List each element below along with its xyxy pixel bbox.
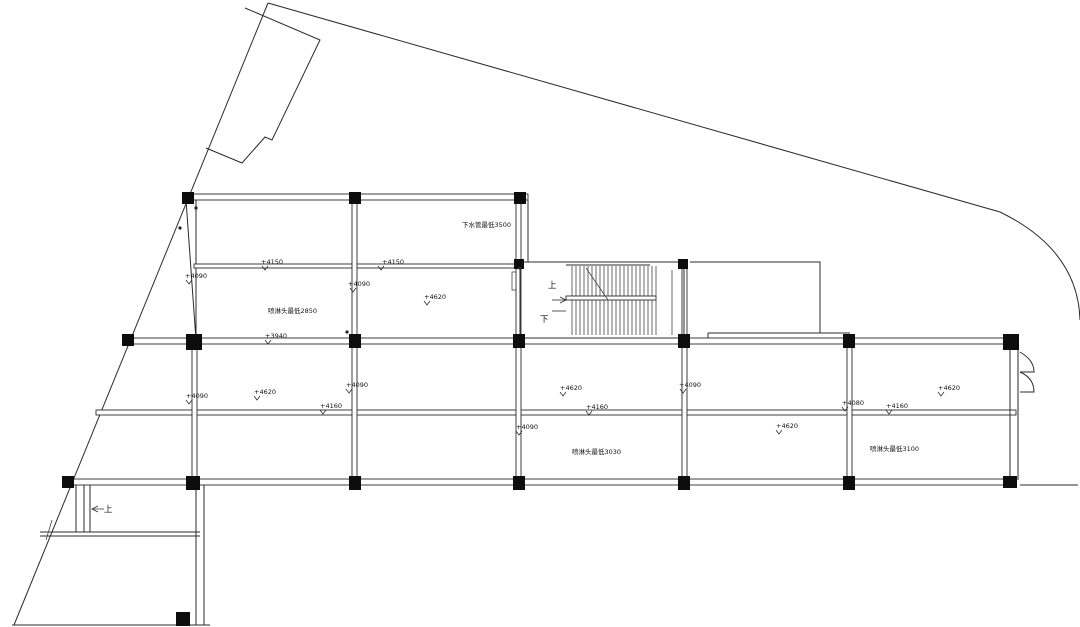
elevation-label: +4150 (261, 258, 283, 266)
elevation-label: +4620 (254, 388, 276, 396)
elevation-labels: +4150 +4150 +4090 +4090 +4620 +3940 +409… (185, 258, 960, 431)
column (1003, 334, 1019, 350)
annex-outline (205, 7, 321, 164)
sprinkler-note: 喷淋头最低3030 (572, 447, 621, 456)
stair-treads (565, 266, 673, 335)
elevation-label: +4090 (679, 381, 701, 389)
column (349, 192, 361, 204)
column (678, 334, 690, 348)
elevation-label: +4620 (424, 293, 446, 301)
door-swing (1019, 351, 1035, 393)
columns (62, 192, 1019, 626)
stair-core (511, 261, 821, 339)
column (678, 259, 688, 269)
elevation-label: +4620 (776, 422, 798, 430)
column (843, 334, 855, 348)
column (122, 334, 134, 346)
stair-labels: 上 下 上 (104, 281, 557, 515)
sprinkler-note: 喷淋头最低2850 (268, 306, 317, 315)
elevation-label: +4620 (560, 384, 582, 392)
elevation-label: +4160 (320, 402, 342, 410)
column (176, 612, 190, 626)
markers (178, 206, 522, 334)
elevation-label: +4620 (938, 384, 960, 392)
elevation-label: +4080 (842, 399, 864, 407)
column (349, 476, 361, 490)
elevation-label: +4090 (348, 280, 370, 288)
stair-up-label: 上 (104, 505, 113, 515)
elevation-label: +4090 (516, 423, 538, 431)
elevation-triangles (185, 265, 945, 436)
stair-up-label: 上 (548, 281, 557, 291)
column (678, 476, 690, 490)
sprinkler-note: 喷淋头最低3100 (870, 444, 919, 453)
main-beams (65, 332, 1017, 486)
elevation-label: +4090 (186, 392, 208, 400)
lower-stair (40, 485, 205, 625)
column (843, 476, 855, 490)
column (186, 476, 200, 490)
elevation-label: +4090 (185, 272, 207, 280)
elevation-label: +4150 (382, 258, 404, 266)
column (514, 192, 526, 204)
column (182, 192, 194, 204)
column (514, 259, 524, 269)
column (349, 334, 361, 348)
column (1003, 476, 1017, 488)
elevation-label: +4090 (346, 381, 368, 389)
stair-down-label: 下 (540, 315, 549, 325)
column (186, 334, 202, 350)
column (513, 476, 525, 490)
column (62, 476, 74, 488)
column (513, 334, 525, 348)
elevation-label: +4160 (586, 403, 608, 411)
drain-pipe-note: 下水管最低3500 (462, 220, 511, 229)
elevation-label: +3940 (265, 332, 287, 340)
notes: 下水管最低3500 喷淋头最低2850 喷淋头最低3030 喷淋头最低3100 (268, 220, 919, 456)
elevation-label: +4160 (886, 402, 908, 410)
